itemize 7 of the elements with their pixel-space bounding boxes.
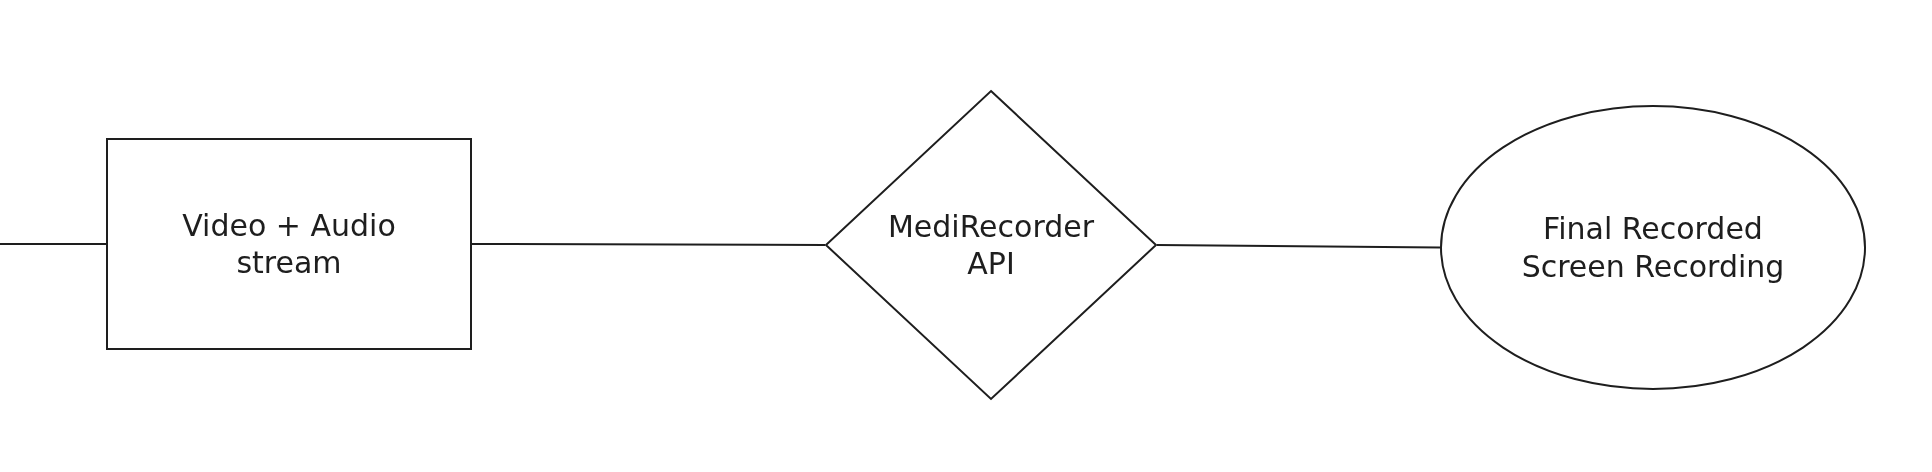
connector-line xyxy=(1156,244,1441,249)
connector-line xyxy=(471,243,826,246)
node-label: MediRecorder API xyxy=(886,207,1096,283)
node-label: Video + Audio stream xyxy=(181,206,397,282)
process-box xyxy=(106,138,472,350)
connector-line xyxy=(0,243,107,245)
node-label: Final Recorded Screen Recording xyxy=(1520,210,1786,285)
